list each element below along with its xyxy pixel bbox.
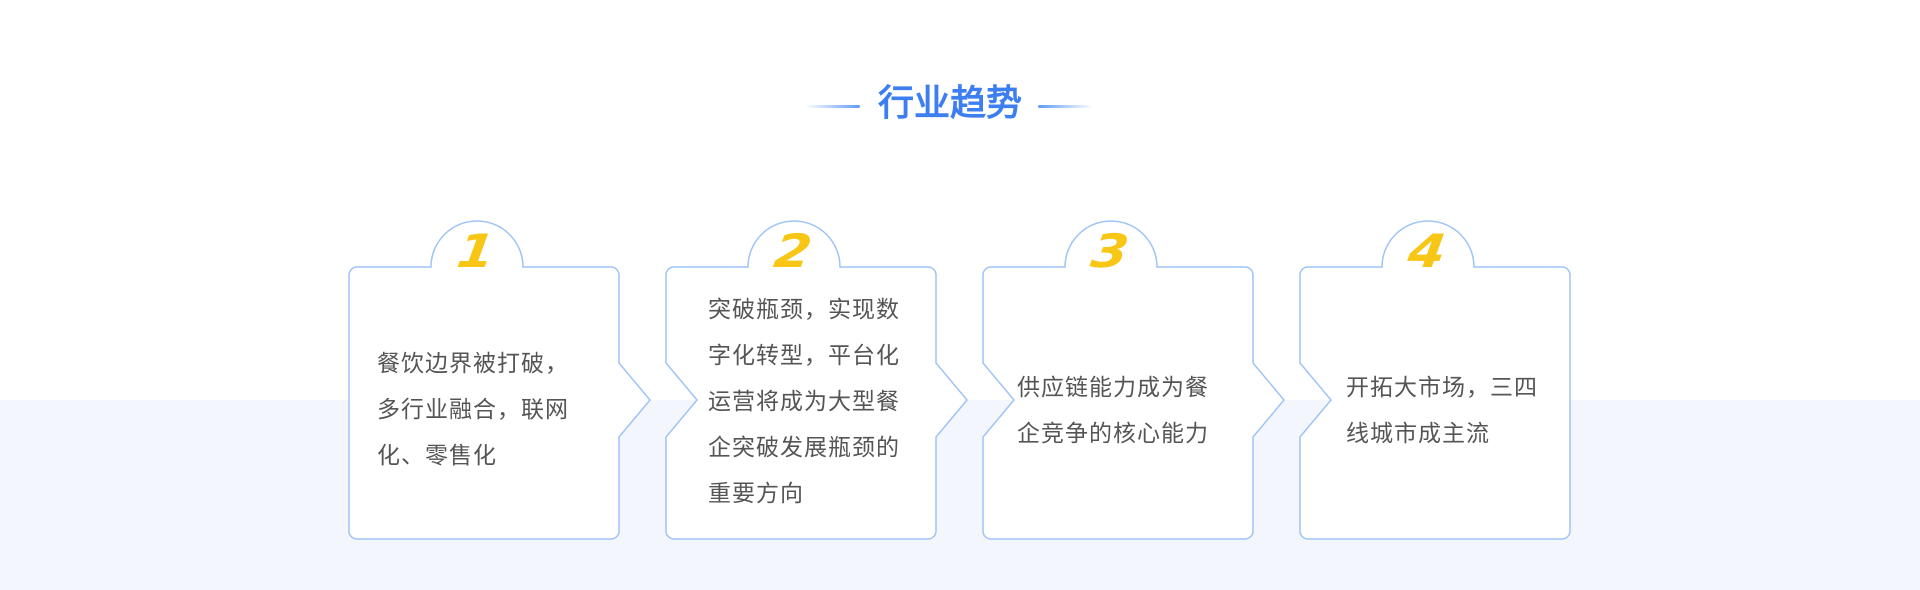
card-2-frame [665,220,968,540]
bottom-background-band [0,400,1920,590]
trend-card-4: 4 开拓大市场，三四 线城市成主流 [1299,213,1578,540]
card-1-text: 餐饮边界被打破， 多行业融合，联网 化、零售化 [377,351,569,469]
trend-card-2: 2 突破瓶颈，实现数 字化转型，平台化 运营将成为大型餐 企突破发展瓶颈的 重要… [665,213,968,540]
section-title: 行业趋势 [877,83,1022,124]
card-4-text: 开拓大市场，三四 线城市成主流 [1346,375,1538,447]
trend-card-3: 3 供应链能力成为餐 企竞争的核心能力 [982,213,1285,540]
card-2-number: 2 [770,224,816,278]
card-3-text: 供应链能力成为餐 企竞争的核心能力 [1017,375,1209,447]
title-right-decoration [1038,105,1093,108]
card-3-number: 3 [1087,224,1133,278]
section-header: 行业趋势 [0,78,1920,134]
card-4-frame [1299,220,1571,540]
card-1-number: 1 [453,224,499,278]
trend-card-1: 1 餐饮边界被打破， 多行业融合，联网 化、零售化 [348,213,651,540]
card-1-frame [348,220,651,540]
card-3-frame [982,220,1285,540]
card-4-number: 4 [1404,224,1450,278]
card-2-text: 突破瓶颈，实现数 字化转型，平台化 运营将成为大型餐 企突破发展瓶颈的 重要方向 [708,297,900,507]
title-left-decoration [805,105,860,108]
